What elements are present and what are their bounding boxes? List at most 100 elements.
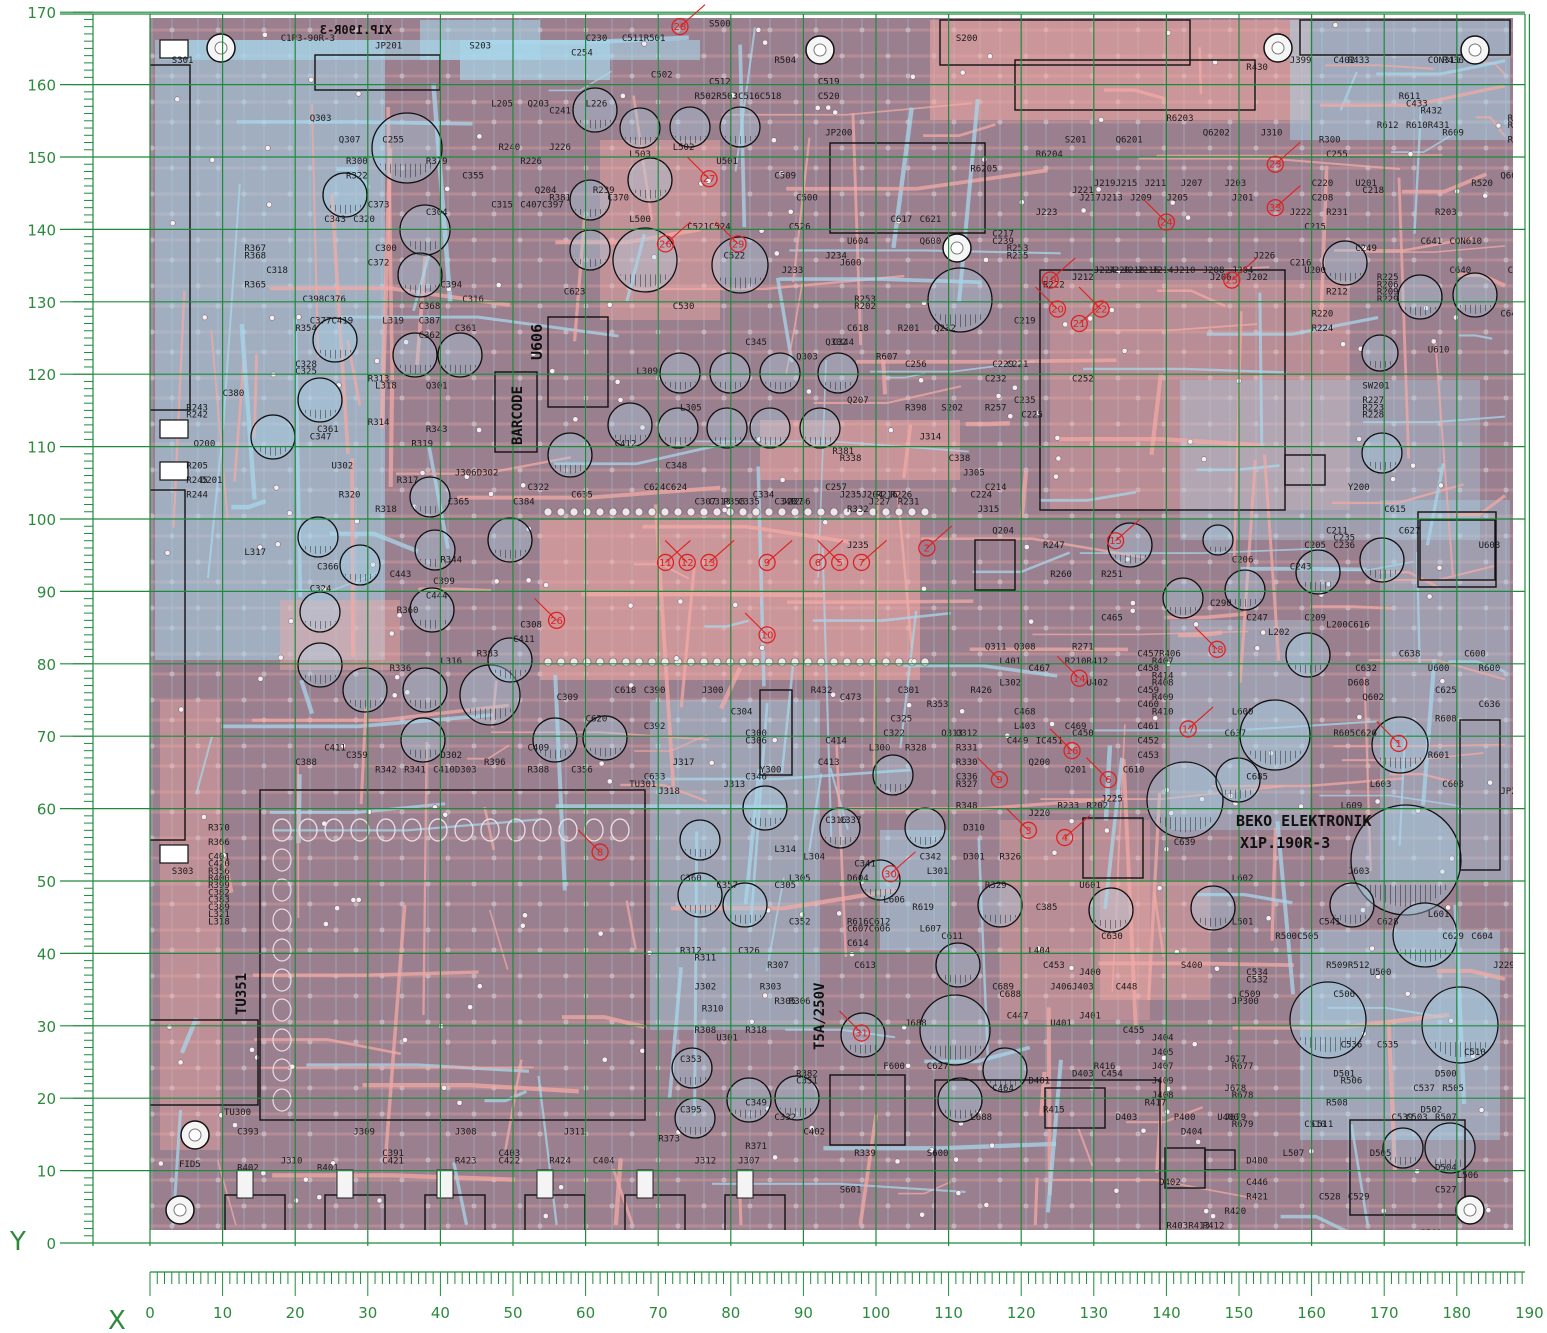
component-label: D301 [963, 852, 985, 862]
component-label: C460 [1137, 700, 1159, 710]
component-label: U200 [1304, 266, 1326, 276]
component-label: C503 [1406, 1113, 1428, 1123]
component-label: D302 [477, 469, 499, 479]
component-label: U302 [332, 461, 354, 471]
via [983, 257, 988, 262]
component-label: C627 [1399, 527, 1421, 537]
pcb-trace [1260, 293, 1262, 448]
via [520, 923, 525, 928]
component-label: C629 [1442, 932, 1464, 942]
via [1053, 474, 1058, 479]
component-label: R501 [644, 34, 666, 44]
component-label: C530 [673, 302, 695, 312]
ic-pin-pad [908, 508, 916, 516]
component-label: Q302 [825, 338, 847, 348]
via [1052, 850, 1057, 855]
component-label: C532 [1246, 975, 1268, 985]
ic-pin-pad [739, 508, 747, 516]
via [1196, 1139, 1201, 1144]
via [1104, 828, 1109, 833]
component-label: C641 [1421, 237, 1443, 247]
component-label: R435 [1508, 136, 1530, 146]
ic-pin-pad [765, 658, 773, 666]
component-label: L609 [1341, 802, 1363, 812]
component-label: C512 [709, 78, 731, 88]
component-label: C449 [1007, 736, 1029, 746]
component-label: R421 [1246, 1193, 1268, 1203]
via [178, 1060, 183, 1065]
component-label: C453 [1137, 751, 1159, 761]
component-label: C412 [615, 440, 637, 450]
component-label: J225 [1101, 794, 1123, 804]
component-label: U400 [1217, 1113, 1239, 1123]
component-label: C509 [774, 172, 796, 182]
x-tick-label: 20 [286, 1304, 305, 1322]
test-point-number: 15 [1109, 536, 1122, 547]
via [1411, 463, 1416, 468]
component-label: C411 [324, 744, 346, 754]
via [309, 77, 314, 82]
component-label: J306 [455, 469, 477, 479]
via [823, 520, 828, 525]
component-label: C368 [419, 302, 441, 312]
component-label: C352 [789, 917, 811, 927]
via [895, 1159, 900, 1164]
component-label: R413 [1188, 1222, 1210, 1232]
component-label: S600 [927, 1149, 949, 1159]
component-label: C394 [440, 280, 462, 290]
via [165, 550, 170, 555]
component-label: C620 [586, 715, 608, 725]
component-label: R205 [186, 461, 208, 471]
board-code: X1P.190R-3 [1240, 834, 1330, 852]
component-label: R353 [927, 700, 949, 710]
via [287, 510, 292, 515]
component-label: R260 [1050, 570, 1072, 580]
component-label: J310 [1261, 128, 1283, 138]
component-label: R507 [1435, 1113, 1457, 1123]
pcb-trace [581, 594, 825, 595]
component-label: R365 [244, 280, 266, 290]
component-label: S203 [469, 41, 491, 51]
via [457, 1100, 462, 1105]
test-point-number: 10 [761, 630, 774, 641]
component-label: C511 [1312, 1120, 1334, 1130]
test-point-number: 26 [550, 616, 563, 627]
component-label: J603 [1348, 867, 1370, 877]
test-point-number: 19 [1044, 276, 1057, 287]
component-label: C398 [303, 295, 325, 305]
test-point-number: 9 [764, 558, 770, 569]
component-label: R300 [346, 157, 368, 167]
ic-pin-pad [596, 658, 604, 666]
component-label: L403 [1014, 722, 1036, 732]
via [772, 738, 777, 743]
component-label: R434 [1508, 121, 1530, 131]
via [919, 378, 924, 383]
ic-pin-pad [856, 658, 864, 666]
ic-pin-pad [739, 658, 747, 666]
ic-pin-pad [882, 508, 890, 516]
via [749, 1019, 754, 1024]
via [1333, 22, 1338, 27]
component-label: D505 [1370, 1149, 1392, 1159]
ic-pin-pad [843, 658, 851, 666]
component-label: C604 [1471, 932, 1493, 942]
component-label: R220 [1312, 309, 1334, 319]
via [395, 675, 400, 680]
component-label: J404 [1152, 1033, 1174, 1043]
component-label: C453 [1043, 961, 1065, 971]
component-label: C624 [644, 483, 666, 493]
component-label: J235 [840, 490, 862, 500]
component-label: C411 [513, 635, 535, 645]
test-point-number: 20 [1051, 305, 1064, 316]
component-label: R502 [695, 92, 717, 102]
component-label: R231 [898, 498, 920, 508]
via [987, 54, 992, 59]
component-label: D302 [440, 751, 462, 761]
component-label: C346 [745, 773, 767, 783]
component-label: J308 [455, 1127, 477, 1137]
via [296, 314, 301, 319]
component-label: R402 [237, 1164, 259, 1174]
via [544, 582, 549, 587]
component-label: C607 [847, 925, 869, 935]
x-tick-label: 120 [1007, 1304, 1036, 1322]
